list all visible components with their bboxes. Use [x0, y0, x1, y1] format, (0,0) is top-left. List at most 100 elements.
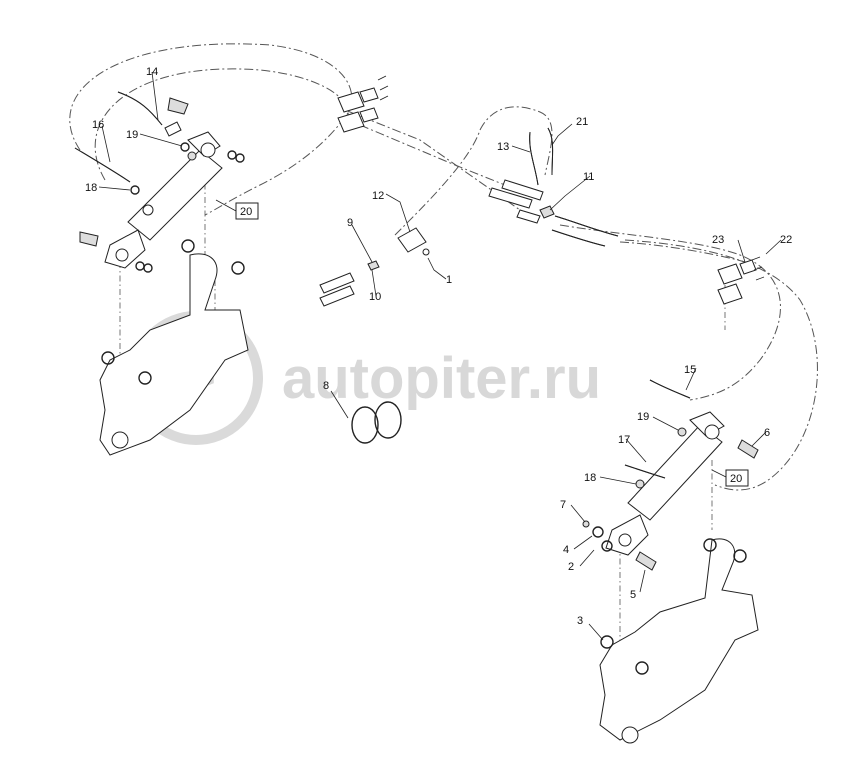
hose-21-fill: [547, 127, 554, 176]
adapter-19-top: [164, 121, 182, 137]
center-parts: [319, 75, 765, 444]
washer-4: [592, 526, 604, 538]
pipe-left-b: [501, 179, 544, 201]
right-cylinder-assembly: [582, 379, 759, 744]
callout-8: 8: [323, 380, 329, 392]
bracket-washer-3: [101, 351, 115, 365]
washer-rod-1: [135, 261, 145, 271]
right-rod-clevis-hole: [618, 533, 632, 547]
clamp-block-right-c: [739, 259, 757, 275]
callout-23: 23: [712, 234, 724, 246]
bracket-washer-4: [138, 371, 152, 385]
clamp-block-top-d: [359, 107, 379, 123]
pin-left: [79, 231, 99, 247]
clamp-bolts-top: [377, 75, 389, 101]
callout-20-right: 20: [730, 473, 742, 485]
callout-7: 7: [560, 499, 566, 511]
callout-20-box: [235, 202, 259, 220]
pin-6: [737, 439, 759, 459]
left-cylinder-assembly: [74, 91, 249, 456]
watermark-text: autopiter.ru: [282, 346, 601, 411]
left-cylinder-body: [127, 149, 223, 241]
extension-lines: [119, 170, 726, 650]
clip-10: [367, 260, 380, 271]
callout-17: 17: [618, 434, 630, 446]
bracket-washer-1: [181, 239, 195, 253]
callout-9: 9: [347, 217, 353, 229]
bracket-r-washer-4: [635, 661, 649, 675]
bracket-washer-2: [231, 261, 245, 275]
callout-10: 10: [369, 291, 381, 303]
right-cylinder-body: [627, 424, 723, 521]
pipe-17-fill: [624, 464, 666, 479]
hose-clamp-8-b: [374, 401, 402, 439]
callout-20-right-box: [725, 469, 749, 487]
callout-22: 22: [780, 234, 792, 246]
callout-19: 19: [126, 129, 138, 141]
clamp-block-right-b: [717, 283, 743, 305]
seal-ring-19: [180, 142, 190, 152]
callout-5: 5: [630, 589, 636, 601]
left-cylinder-rod-clevis: [104, 229, 146, 269]
pipe-9-a: [319, 272, 355, 294]
elbow-fitting-14: [167, 97, 189, 115]
left-rod-clevis-hole: [115, 248, 129, 262]
seal-19-right: [677, 427, 687, 437]
bolt-1: [422, 248, 430, 256]
clamp-block-top-a: [337, 91, 365, 113]
washer-top-1: [227, 150, 237, 160]
clamp-bolts-right: [751, 256, 765, 281]
washer-2: [601, 540, 613, 552]
callout-3: 3: [577, 615, 583, 627]
washer-3: [600, 635, 614, 649]
callout-6: 6: [764, 427, 770, 439]
right-mounting-bracket: [599, 538, 759, 741]
hose-right-2-fill: [551, 229, 606, 247]
callout-4: 4: [563, 544, 569, 556]
hose-14-fill: [117, 91, 163, 126]
bracket-r-washer-1: [703, 538, 717, 552]
callout-12: 12: [372, 190, 384, 202]
callout-20: 20: [240, 206, 252, 218]
callout-13: 13: [497, 141, 509, 153]
callout-18: 18: [85, 182, 97, 194]
bracket-r-washer-2: [733, 549, 747, 563]
callout-21: 21: [576, 116, 588, 128]
bracket-pivot: [111, 431, 129, 449]
seal-18: [130, 185, 140, 195]
callout-15: 15: [684, 364, 696, 376]
left-cylinder-port: [142, 204, 154, 216]
right-cylinder-pin-hole: [704, 424, 720, 440]
callout-19-right: 19: [637, 411, 649, 423]
left-mounting-bracket: [99, 253, 249, 456]
callout-11: 11: [583, 171, 594, 183]
hose-clamp-8-a: [351, 406, 379, 444]
clamp-block-right-a: [717, 263, 743, 285]
seal-19: [187, 151, 197, 161]
hose-15-fill: [649, 379, 691, 399]
callout-16: 16: [92, 119, 104, 131]
pipe-left-c: [516, 209, 541, 224]
hose-right-1-fill: [554, 215, 619, 237]
bolt-7: [582, 520, 590, 528]
pipe-9-b: [319, 285, 355, 307]
hose-13-fill: [529, 131, 539, 186]
washer-top-2: [235, 153, 245, 163]
bracket-r-pivot: [621, 726, 639, 744]
callout-18-right: 18: [584, 472, 596, 484]
callout-1: 1: [446, 274, 452, 286]
callouts: 1 2 3 4 5 6 7 8 9 10 11 12 13 14 15 16 1…: [85, 66, 792, 641]
seal-18-right: [635, 479, 645, 489]
clamp-block-top-b: [337, 111, 365, 133]
callout-14: 14: [146, 66, 158, 78]
pin-5: [635, 551, 657, 571]
hose-16-fill: [74, 147, 131, 183]
washer-rod-2: [143, 263, 153, 273]
pipe-left-a: [488, 187, 533, 209]
left-cylinder-pin-hole: [200, 142, 216, 158]
clamp-block-top-c: [359, 87, 379, 103]
manifold-block-12: [397, 227, 427, 253]
callout-2: 2: [568, 561, 574, 573]
